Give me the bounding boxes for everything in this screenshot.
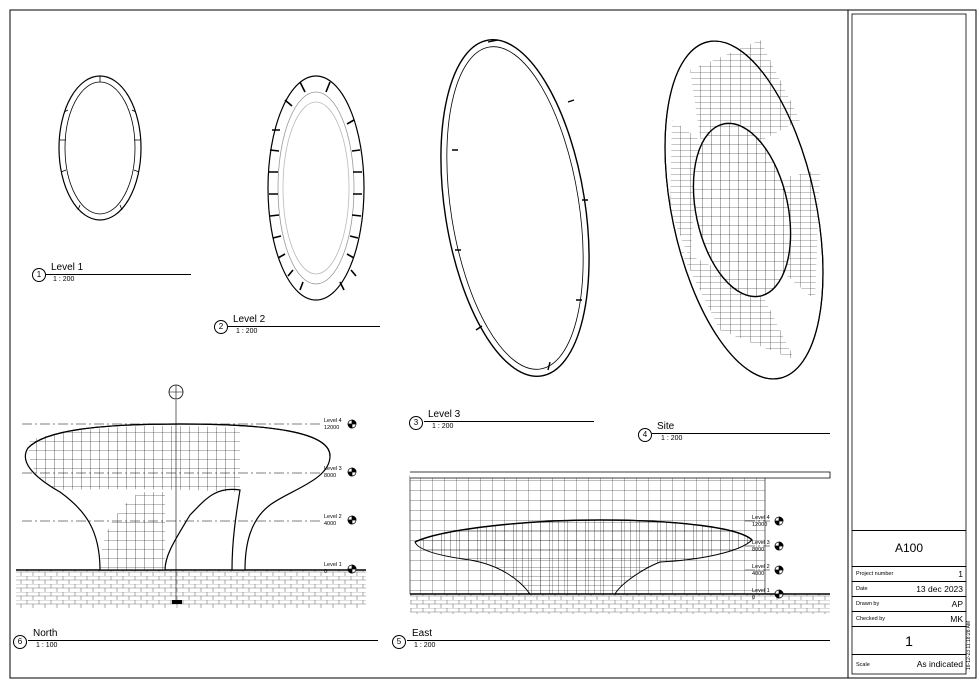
print-stamp: 16-12-23 11:18:28 AM — [966, 620, 972, 670]
checked-by-label: Checked by — [856, 616, 886, 622]
sheet-id: A100 — [894, 541, 924, 555]
site-plan — [664, 40, 824, 380]
plan-level-2 — [267, 75, 365, 301]
title-block-frame — [847, 9, 977, 679]
view-name: North — [33, 628, 58, 639]
checked-by: MK — [950, 614, 963, 624]
scale-label: Scale — [856, 662, 870, 668]
view-scale: 1 : 200 — [414, 642, 436, 649]
view-name: Site — [657, 421, 675, 432]
view-name: Level 1 — [51, 262, 84, 273]
view-name: East — [412, 628, 433, 639]
view-scale: 1 : 100 — [36, 642, 58, 649]
project-number: 1 — [958, 569, 963, 579]
view-number: 2 — [214, 320, 228, 334]
view-number: 1 — [32, 268, 46, 282]
elevation-east — [409, 471, 831, 614]
view-scale: 1 : 200 — [236, 328, 258, 335]
view-name: Level 3 — [428, 409, 461, 420]
view-number: 6 — [13, 635, 27, 649]
plan-level-3 — [440, 39, 590, 377]
view-number: 3 — [409, 416, 423, 430]
elevation-north — [16, 384, 366, 608]
sheet-number: 1 — [905, 633, 913, 649]
view-scale: 1 : 200 — [432, 423, 454, 430]
drawn-by-label: Drawn by — [856, 601, 880, 607]
view-number: 4 — [638, 428, 652, 442]
view-number: 5 — [392, 635, 406, 649]
date-value: 13 dec 2023 — [916, 584, 963, 594]
level-marker-symbols — [347, 419, 784, 599]
project-number-label: Project number — [856, 571, 894, 577]
date-label: Date — [856, 586, 868, 592]
drawn-by: AP — [951, 599, 963, 609]
scale-value: As indicated — [916, 659, 963, 669]
title-block-inner — [851, 13, 967, 675]
view-scale: 1 : 200 — [53, 276, 75, 283]
view-name: Level 2 — [233, 314, 266, 325]
plan-level-1 — [58, 75, 142, 221]
view-scale: 1 : 200 — [661, 435, 683, 442]
